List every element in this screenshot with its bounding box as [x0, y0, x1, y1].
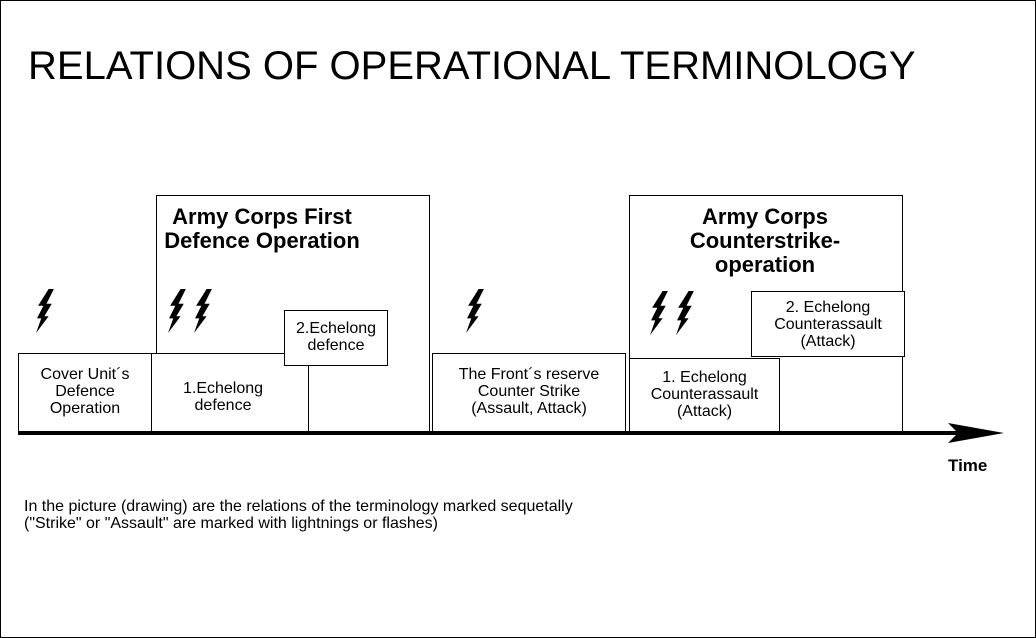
front-reserve-label: The Front´s reserve Counter Strike (Assa… [458, 366, 600, 417]
caption-line-2: ("Strike" or "Assault" are marked with l… [24, 515, 438, 532]
echelon1-defence-label: 1.Echelong defence [182, 380, 264, 414]
lightning-icon [168, 289, 186, 334]
lightning-icon [650, 291, 668, 336]
lightning-icon [194, 289, 212, 334]
lightning-icon [466, 289, 484, 334]
lightning-icon [676, 291, 694, 336]
echelon1-counter-box [629, 358, 780, 433]
first-defence-operation-label: Army Corps First Defence Operation [164, 204, 360, 253]
echelon2-counter-label: 2. Echelong Counterassault (Attack) [774, 299, 882, 350]
front-reserve-box [432, 353, 626, 433]
caption-line-1: In the picture (drawing) are the relatio… [24, 498, 573, 515]
echelon1-counter-label: 1. Echelong Counterassault (Attack) [650, 369, 759, 420]
echelon2-defence-box [284, 310, 388, 366]
page-title: RELATIONS OF OPERATIONAL TERMINOLOGY [28, 44, 916, 88]
echelon1-defence-box [151, 353, 309, 433]
cover-unit-label: Cover Unit´s Defence Operation [40, 366, 130, 417]
arrow-head-icon [948, 423, 1004, 443]
counterstrike-operation-label: Army Corps Counterstrike- operation [689, 204, 841, 277]
echelon2-defence-label: 2.Echelong defence [295, 320, 377, 354]
time-label: Time [948, 456, 988, 475]
echelon2-counter-box [751, 291, 905, 357]
lightning-icon [36, 289, 54, 334]
